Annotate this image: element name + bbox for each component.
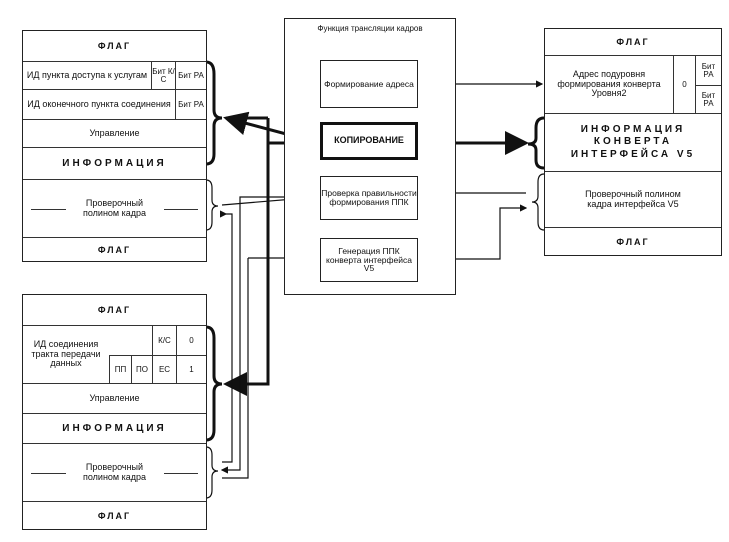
line-fcs-left-3 [222,258,249,479]
flag-bottom: ФЛАГ [545,227,721,255]
control-row: Управление [23,383,206,413]
sub-address-row: Адрес подуровня формирования конверта Ур… [545,55,721,114]
access-point-row: ИД пункта доступа к услугам Бит К/С Бит … [23,61,206,90]
brace-right-checksum [531,173,545,231]
bit-po: ПО [131,355,152,384]
brace-right-info [527,116,545,170]
fcs-generation-box: Генерация ППК конверта интерфейса V5 [320,238,418,282]
checksum-row: Проверочный полином кадра интерфейса V5 [545,171,721,227]
bit-ra: Бит РА [175,62,206,90]
flag-bottom: ФЛАГ [23,501,206,529]
bit-kc: К/С [152,326,176,355]
connection-id: ИД соединения тракта передачи данных [31,339,101,369]
bit-zero: 0 [176,326,206,355]
frame-left-bottom: ФЛАГ ИД соединения тракта передачи данны… [22,294,207,530]
bit-zero: 0 [673,56,695,114]
fcs-check-box: Проверка правильности формирования ППК [320,176,418,220]
endpoint-id: ИД оконечного пункта соединения [27,98,171,109]
arrow-fcs-gen-right [420,204,528,260]
bit-es: ЕС [152,355,176,384]
frame-left-top: ФЛАГ ИД пункта доступа к услугам Бит К/С… [22,30,207,262]
checksum-label: Проверочный полином кадра [65,462,164,482]
connection-id-row: ИД соединения тракта передачи данных ПП … [23,325,206,384]
bit-pp: ПП [109,355,131,384]
address-forming-box: Формирование адреса [320,60,418,108]
information-row: ИНФОРМАЦИЯ [23,147,206,179]
checksum-label: Проверочный полином кадра [65,198,164,218]
control-row: Управление [23,119,206,147]
copying-box: КОПИРОВАНИЕ [320,122,418,160]
bit-one: 1 [176,355,206,384]
brace-left-top-checksum [205,179,219,231]
sub-address: Адрес подуровня формирования конверта Ур… [557,69,661,99]
flag-top: ФЛАГ [97,305,132,315]
checksum-row: Проверочный полином кадра [23,443,206,501]
information-row: ИНФОРМАЦИЯ [23,413,206,443]
checksum-row: Проверочный полином кадра [23,179,206,237]
flag-top: ФЛАГ [97,41,132,51]
brace-left-bottom-info [205,325,223,442]
function-title: Функция трансляции кадров [317,24,423,33]
line-fcs-left-2 [220,210,233,463]
bit-ra: Бит РА [695,56,721,85]
frame-right-v5: ФЛАГ Адрес подуровня формирования конвер… [544,28,722,256]
flag-bottom: ФЛАГ [23,237,206,261]
brace-left-bottom-checksum [205,446,219,499]
line-fcs-left-1 [220,196,318,474]
endpoint-row: ИД оконечного пункта соединения Бит РА [23,89,206,120]
bit-ra: Бит РА [695,85,721,114]
flag-top: ФЛАГ [616,37,650,47]
brace-left-top-info [205,60,223,166]
information-row: ИНФОРМАЦИЯ КОНВЕРТА ИНТЕРФЕЙСА V5 [545,113,721,171]
access-point-id: ИД пункта доступа к услугам [26,69,148,80]
bit-ra: Бит РА [175,90,206,120]
bit-kc: Бит К/С [151,62,175,90]
